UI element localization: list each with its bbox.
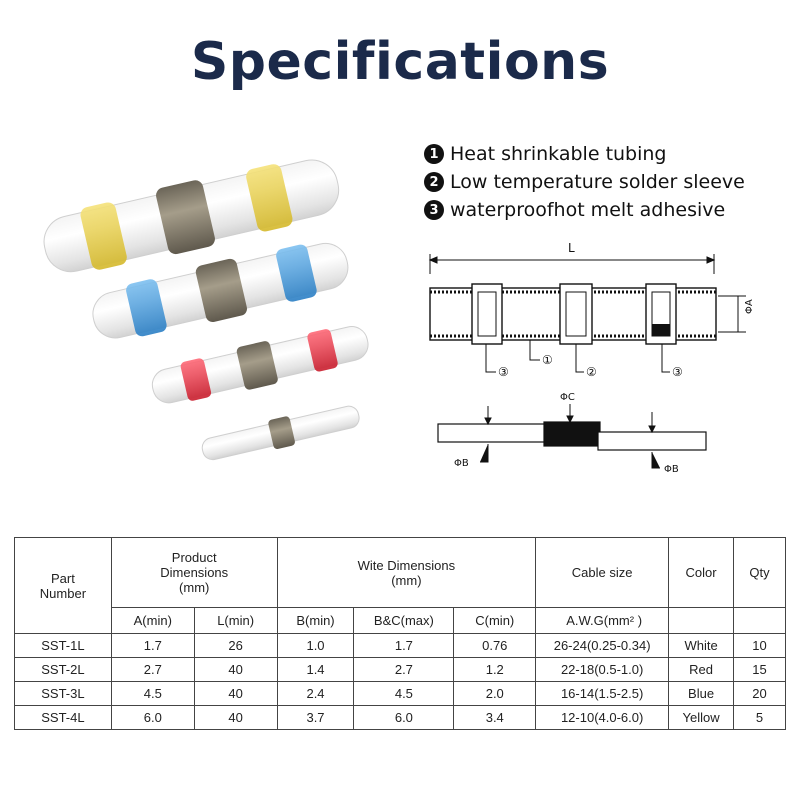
- connector-blue: [92, 242, 349, 339]
- dimension-l: [428, 254, 716, 274]
- table-header-row: Part Number Product Dimensions (mm) Wite…: [14, 537, 786, 634]
- cell-qty: 20: [733, 681, 786, 706]
- component-legend: 1 Heat shrinkable tubing 2 Low temperatu…: [424, 140, 745, 224]
- cell-part: SST-1L: [14, 633, 112, 658]
- connector-clear: [201, 405, 360, 461]
- table-subheader-row: A(min) L(min) B(min) B&C(max) C(min) A.W…: [15, 607, 786, 634]
- subheader-l-min: L(min): [193, 607, 278, 634]
- cell-c-min: 2.0: [453, 681, 537, 706]
- cell-l-min: 40: [193, 657, 278, 682]
- wire-side-view: [437, 421, 707, 451]
- cell-c-min: 3.4: [453, 705, 537, 730]
- cell-color: White: [668, 633, 735, 658]
- subheader-c-min: C(min): [453, 607, 537, 634]
- cell-b-min: 3.7: [276, 705, 355, 730]
- label-c: ΦC: [560, 392, 575, 403]
- legend-item-2: 2 Low temperature solder sleeve: [424, 168, 745, 196]
- cell-awg: 26-24(0.25-0.34): [535, 633, 670, 658]
- table-row: SST-3L 4.5 40 2.4 4.5 2.0 16-14(1.5-2.5)…: [14, 681, 786, 706]
- label-l: L: [568, 241, 575, 255]
- cell-bc-max: 1.7: [353, 633, 455, 658]
- number-badge-icon: 2: [424, 172, 444, 192]
- table-row: SST-2L 2.7 40 1.4 2.7 1.2 22-18(0.5-1.0)…: [14, 657, 786, 682]
- connector-red: [151, 326, 369, 404]
- cell-l-min: 40: [193, 681, 278, 706]
- cell-color: Blue: [668, 681, 735, 706]
- cell-bc-max: 6.0: [353, 705, 455, 730]
- cell-part: SST-3L: [14, 681, 112, 706]
- product-photo: [43, 159, 369, 461]
- callout-3-right: ③: [672, 365, 683, 379]
- label-b-left: ΦB: [454, 458, 469, 469]
- legend-label: Heat shrinkable tubing: [450, 143, 667, 165]
- subheader-a-min: A(min): [110, 607, 195, 634]
- cell-a-min: 2.7: [110, 657, 195, 682]
- cell-l-min: 40: [193, 705, 278, 730]
- table-row: SST-4L 6.0 40 3.7 6.0 3.4 12-10(4.0-6.0)…: [14, 705, 786, 730]
- cell-color: Yellow: [668, 705, 735, 730]
- legend-label: Low temperature solder sleeve: [450, 171, 745, 193]
- cell-awg: 12-10(4.0-6.0): [535, 705, 670, 730]
- header-color: Color: [668, 537, 735, 608]
- cell-b-min: 2.4: [276, 681, 355, 706]
- cell-qty: 15: [733, 657, 786, 682]
- label-a: ΦA: [744, 299, 755, 314]
- cell-b-min: 1.0: [276, 633, 355, 658]
- subheader-color-empty: [668, 607, 735, 634]
- dimension-b-c: [480, 404, 660, 469]
- technical-diagram: L ΦA ③ ① ② ③: [428, 241, 755, 475]
- label-b-right: ΦB: [664, 464, 679, 475]
- header-qty: Qty: [733, 537, 786, 608]
- cell-bc-max: 4.5: [353, 681, 455, 706]
- cell-a-min: 1.7: [110, 633, 195, 658]
- legend-label: waterproofhot melt adhesive: [450, 199, 726, 221]
- subheader-awg: A.W.G(mm² ): [535, 607, 670, 634]
- connector-yellow: [43, 159, 340, 273]
- callout-leaders: [485, 340, 670, 373]
- header-part-number: Part Number: [14, 537, 112, 634]
- header-cable-size: Cable size: [535, 537, 670, 608]
- cell-part: SST-4L: [14, 705, 112, 730]
- tube-cross-section: [429, 283, 717, 345]
- legend-item-3: 3 waterproofhot melt adhesive: [424, 196, 745, 224]
- cell-c-min: 0.76: [453, 633, 537, 658]
- cell-qty: 5: [733, 705, 786, 730]
- cell-bc-max: 2.7: [353, 657, 455, 682]
- callout-3-left: ③: [498, 365, 509, 379]
- subheader-qty-empty: [733, 607, 786, 634]
- subheader-bc-max: B&C(max): [353, 607, 455, 634]
- callout-1: ①: [542, 353, 553, 367]
- number-badge-icon: 3: [424, 200, 444, 220]
- spec-table: Part Number Product Dimensions (mm) Wite…: [14, 537, 786, 730]
- dimension-a: [718, 295, 746, 333]
- cell-l-min: 26: [193, 633, 278, 658]
- cell-c-min: 1.2: [453, 657, 537, 682]
- cell-awg: 22-18(0.5-1.0): [535, 657, 670, 682]
- page-title: Specifications: [190, 32, 610, 92]
- cell-b-min: 1.4: [276, 657, 355, 682]
- subheader-b-min: B(min): [276, 607, 355, 634]
- cell-awg: 16-14(1.5-2.5): [535, 681, 670, 706]
- cell-a-min: 6.0: [110, 705, 195, 730]
- header-product-dimensions: Product Dimensions (mm): [110, 537, 278, 608]
- cell-a-min: 4.5: [110, 681, 195, 706]
- table-row: SST-1L 1.7 26 1.0 1.7 0.76 26-24(0.25-0.…: [14, 633, 786, 658]
- cell-qty: 10: [733, 633, 786, 658]
- cell-color: Red: [668, 657, 735, 682]
- cell-part: SST-2L: [14, 657, 112, 682]
- header-wire-dimensions: Wite Dimensions (mm): [276, 537, 537, 608]
- legend-item-1: 1 Heat shrinkable tubing: [424, 140, 745, 168]
- callout-2: ②: [586, 365, 597, 379]
- number-badge-icon: 1: [424, 144, 444, 164]
